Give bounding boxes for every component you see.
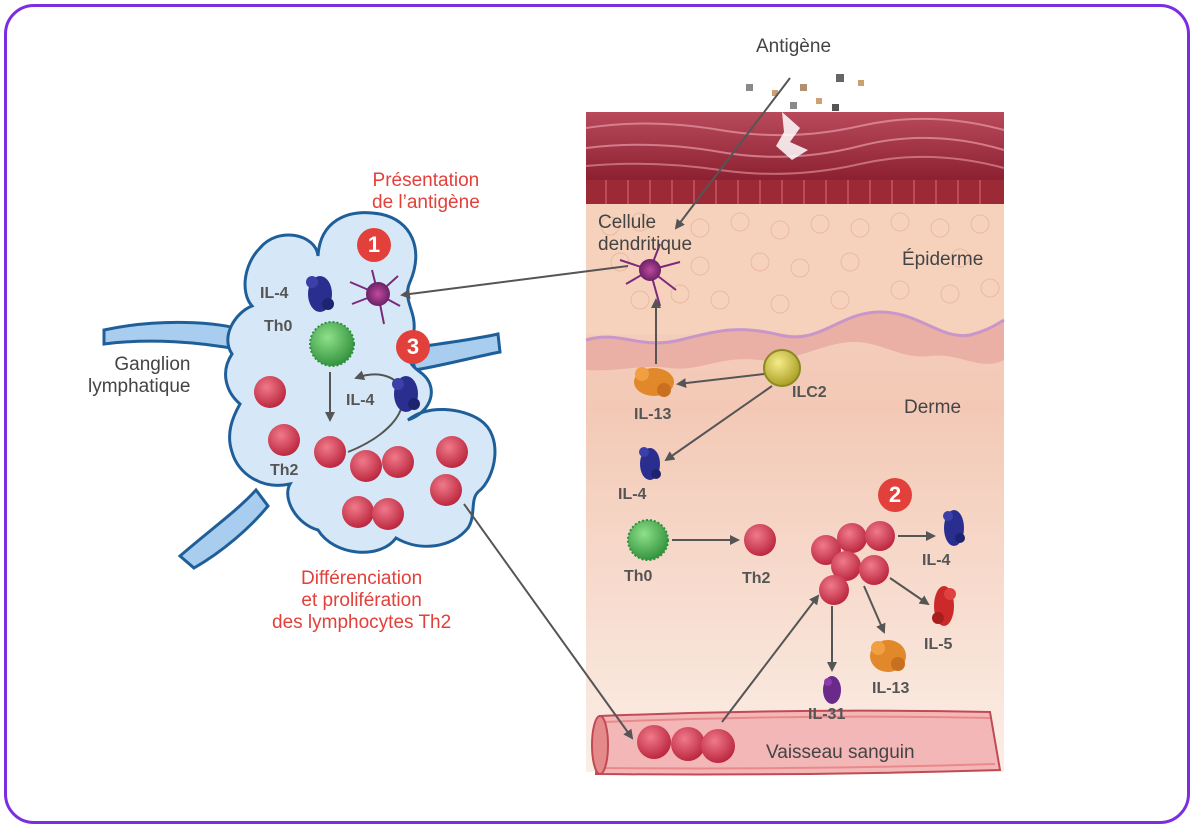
th2-cell xyxy=(268,424,300,456)
step-3-badge: 3 xyxy=(396,330,430,364)
th0-label-node: Th0 xyxy=(264,318,293,335)
step-2-badge: 2 xyxy=(878,478,912,512)
differentiation-line1: Différenciation xyxy=(301,568,423,589)
th2-cell xyxy=(382,446,414,478)
th2-cluster xyxy=(811,521,895,605)
flow-arrows xyxy=(400,77,936,740)
th2-cell xyxy=(430,474,462,506)
lymph-node xyxy=(102,211,502,570)
skin-breach xyxy=(776,112,808,160)
il5-label-out: IL-5 xyxy=(924,636,953,653)
vessel-to-skin-arrow xyxy=(721,594,820,723)
epidermis-label: Épiderme xyxy=(902,249,984,270)
il4-label-node-b: IL-4 xyxy=(346,392,375,409)
presentation-label: Présentation de l’antigène xyxy=(372,170,480,214)
il4-label-skin: IL-4 xyxy=(618,486,647,503)
il4-protein-node-a xyxy=(306,276,334,312)
th2-cell xyxy=(436,436,468,468)
dendritic-cell-skin xyxy=(619,243,681,307)
node-to-vessel-arrow xyxy=(463,503,634,740)
il13-label-out: IL-13 xyxy=(872,680,910,697)
il4-protein-skin xyxy=(639,447,661,480)
blood-vessel-label: Vaisseau sanguin xyxy=(766,742,915,763)
antigen-label: Antigène xyxy=(756,36,832,57)
presentation-line1: Présentation xyxy=(372,170,480,191)
to-il13-arrow xyxy=(863,585,886,634)
lymph-node-line1: Ganglion xyxy=(114,354,191,375)
ilc2-label: ILC2 xyxy=(792,384,827,401)
presentation-line2: de l’antigène xyxy=(372,192,480,213)
th2-label-node: Th2 xyxy=(270,462,299,479)
il31-protein-out xyxy=(823,676,841,704)
afferent-vessel-left xyxy=(102,320,244,352)
dendritic-cell-label: Cellule dendritique xyxy=(598,212,692,256)
th2-cell xyxy=(350,450,382,482)
th2-cell xyxy=(342,496,374,528)
il4-label-node-a: IL-4 xyxy=(260,285,289,302)
dendritic-cell-node xyxy=(349,269,401,325)
th2-label-skin: Th2 xyxy=(742,570,771,587)
il4-label-out: IL-4 xyxy=(922,552,951,569)
differentiation-label: Différenciation et prolifération des lym… xyxy=(272,568,451,634)
th2-cell xyxy=(254,376,286,408)
differentiation-line3: des lymphocytes Th2 xyxy=(272,612,452,633)
migration-arrow xyxy=(400,265,629,299)
il4-protein-out xyxy=(943,510,965,546)
th2-cells-vessel xyxy=(637,725,735,763)
th2-cell xyxy=(314,436,346,468)
dendritic-line2: dendritique xyxy=(598,234,693,255)
th0-cell-skin xyxy=(627,519,669,561)
dermis-label: Derme xyxy=(904,397,962,418)
blood-vessel xyxy=(591,709,1002,776)
efferent-vessel xyxy=(177,487,270,570)
dendritic-line1: Cellule xyxy=(598,212,657,233)
lymph-node-body xyxy=(224,211,497,554)
antigen-particles xyxy=(746,74,864,111)
il4-protein-node-b xyxy=(392,376,420,412)
il5-protein-out xyxy=(932,586,956,626)
afferent-vessel-right xyxy=(408,332,502,372)
ilc2-cell xyxy=(763,349,801,387)
th2-cells-node xyxy=(254,376,468,530)
differentiation-line2: et prolifération xyxy=(301,590,422,611)
ilc2-to-il13-arrow xyxy=(676,373,765,389)
il13-label-skin: IL-13 xyxy=(634,406,672,423)
th2-cell xyxy=(372,498,404,530)
th0-cell-node xyxy=(309,321,355,367)
th0-label-skin: Th0 xyxy=(624,568,653,585)
th2-cell-skin xyxy=(744,524,776,556)
basal-cell-row xyxy=(586,180,1004,204)
lymph-node-line2: lymphatique xyxy=(88,376,191,397)
to-il5-arrow xyxy=(889,577,930,606)
step-1-badge: 1 xyxy=(357,228,391,262)
skin-section xyxy=(585,112,1005,776)
antigen-arrow xyxy=(674,77,791,230)
lymph-node-label: Ganglion lymphatique xyxy=(88,354,190,398)
basement-membrane xyxy=(586,312,1004,371)
ilc2-to-il4-arrow xyxy=(664,385,773,462)
il13-protein-skin xyxy=(634,367,674,397)
il13-protein-out xyxy=(870,640,906,672)
il31-label-out: IL-31 xyxy=(808,706,846,723)
